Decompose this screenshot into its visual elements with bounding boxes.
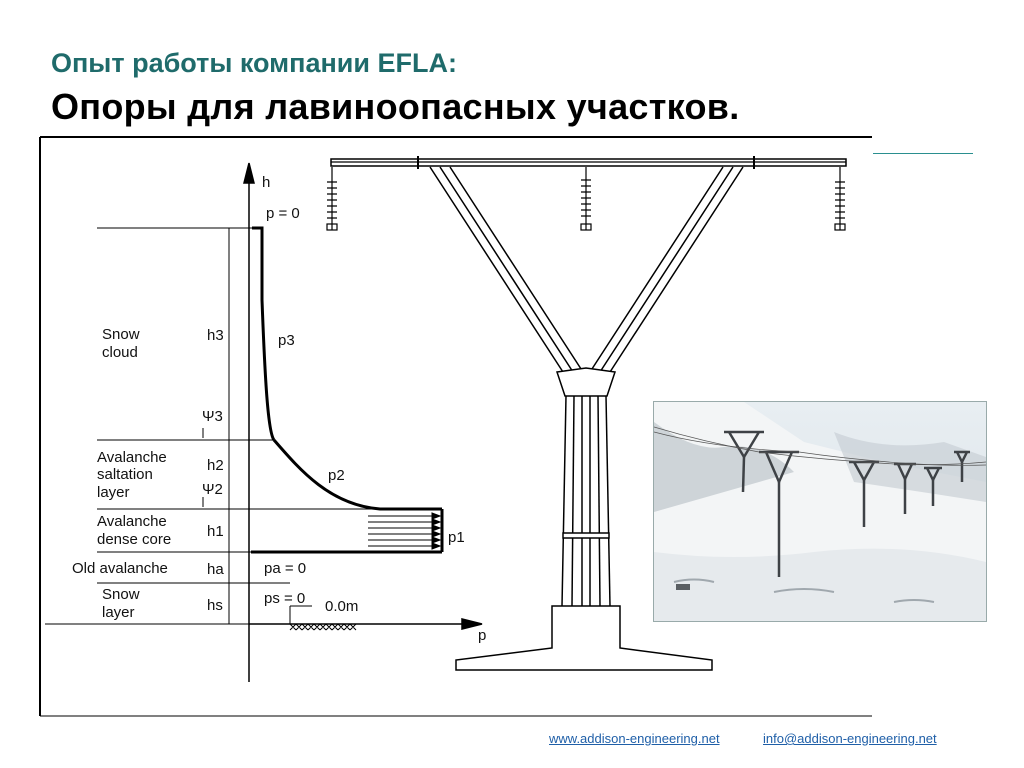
snow-tower-photo-drawing — [654, 402, 986, 621]
pressure-label-p1: p1 — [448, 529, 465, 546]
p-axis — [249, 618, 483, 630]
height-label-h3: h3 — [207, 327, 224, 344]
ground-level-label: 0.0m — [325, 598, 358, 615]
footer-email-link[interactable]: info@addison-engineering.net — [763, 731, 937, 746]
photo-towers-snow — [653, 401, 987, 622]
psi-label-2: Ψ2 — [202, 481, 223, 498]
p-zero-top-label: p = 0 — [266, 205, 300, 222]
height-label-h1: h1 — [207, 523, 224, 540]
slide-subtitle: Опыт работы компании EFLA: — [51, 48, 457, 78]
insulator-middle — [580, 167, 592, 231]
pressure-label-pa: pa = 0 — [264, 560, 306, 577]
tower-v-arms — [429, 166, 744, 373]
insulator-left — [326, 167, 338, 231]
tower-column — [561, 395, 611, 607]
footer-website-link[interactable]: www.addison-engineering.net — [549, 731, 720, 746]
ground-hatch — [289, 605, 360, 631]
p-axis-label: p — [478, 627, 486, 644]
height-label-h2: h2 — [207, 457, 224, 474]
dense-core-arrows — [368, 512, 442, 550]
accent-divider — [873, 153, 973, 154]
layer-label-old-avalanche: Old avalanche — [72, 560, 168, 577]
pressure-label-p2: p2 — [328, 467, 345, 484]
psi-label-3: Ψ3 — [202, 408, 223, 425]
h-axis — [243, 162, 255, 682]
slide-title: Опоры для лавиноопасных участков. — [51, 86, 740, 127]
tower-foundation — [455, 605, 713, 671]
pressure-profile — [251, 226, 444, 554]
height-label-ha: ha — [207, 561, 224, 578]
h-axis-label: h — [262, 174, 270, 191]
height-label-hs: hs — [207, 597, 223, 614]
pressure-label-p3: p3 — [278, 332, 295, 349]
diagram-frame — [39, 136, 872, 717]
insulator-right — [834, 167, 846, 231]
pressure-label-ps: ps = 0 — [264, 590, 305, 607]
tower-drawing — [326, 156, 847, 671]
